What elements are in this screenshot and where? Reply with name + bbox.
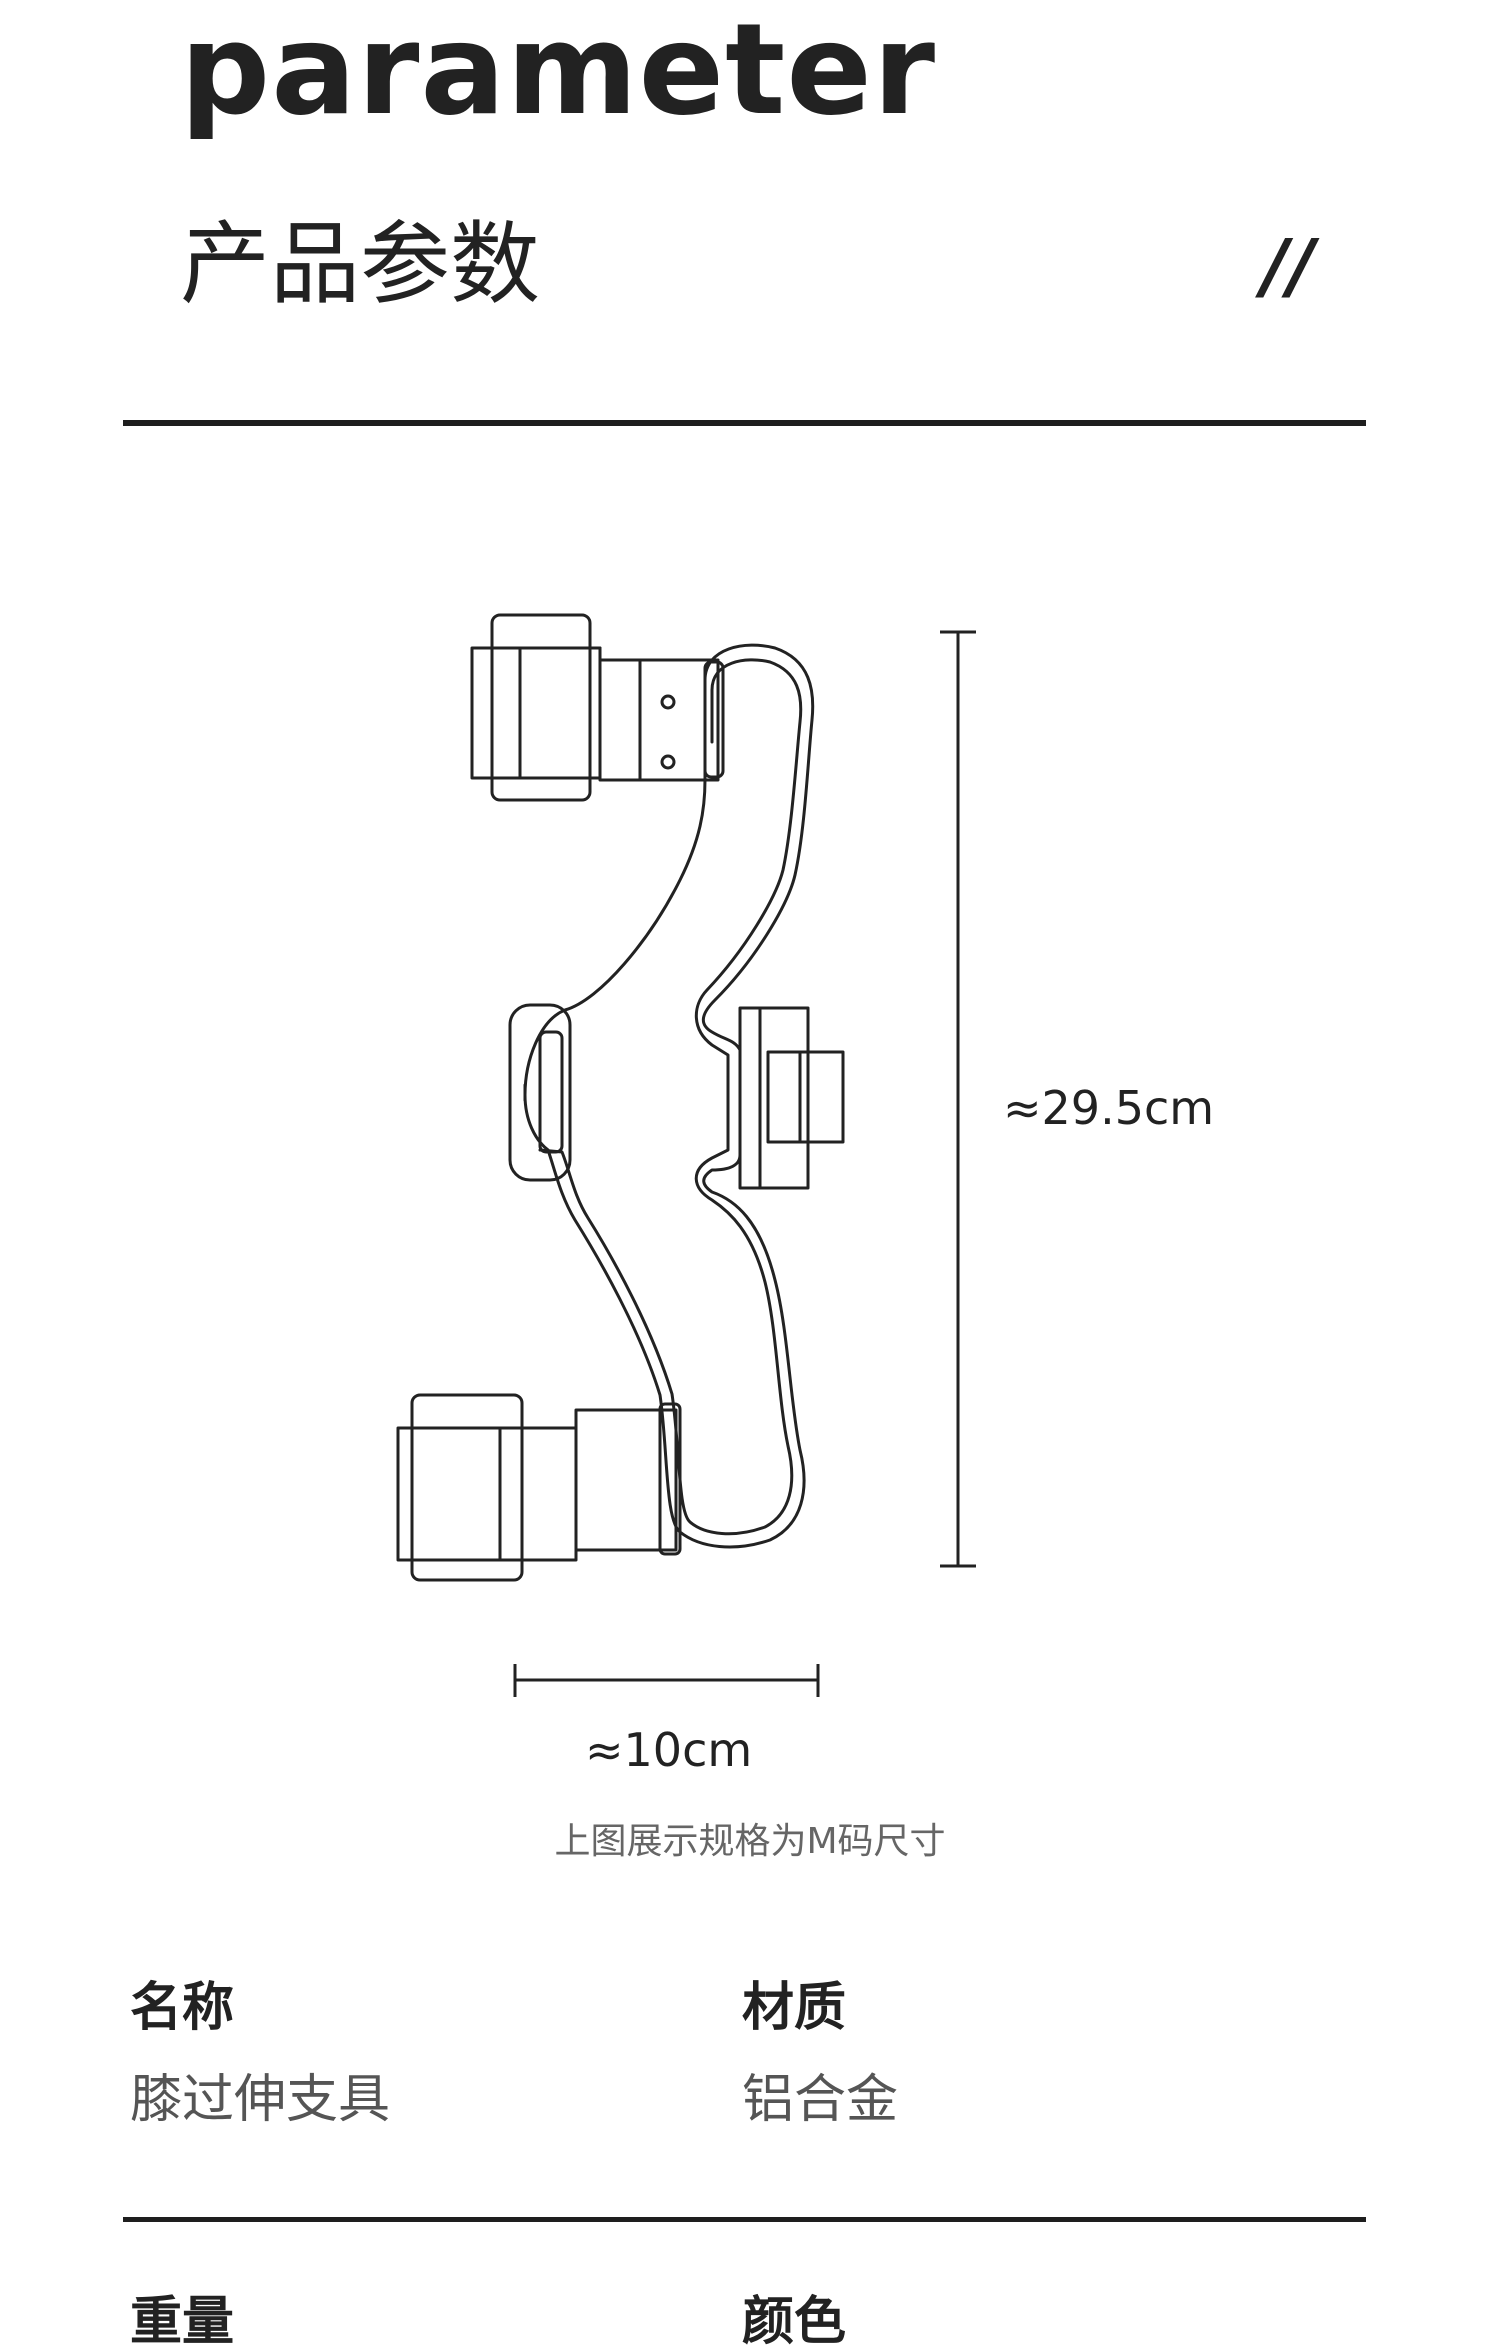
size-caption: 上图展示规格为M码尺寸 [554, 1821, 946, 1862]
middle-strap-right-front [766, 1050, 845, 1144]
top-divider [123, 420, 1366, 426]
spec-material-value: 铝合金 [742, 2070, 899, 2130]
height-dimension-label: ≈29.5cm [1003, 1081, 1215, 1135]
spec-weight-label: 重量 [130, 2292, 235, 2352]
spec-color-label: 颜色 [742, 2292, 847, 2352]
bottom-cuff-back [410, 1393, 524, 1582]
bottom-hinge-plate [574, 1408, 678, 1552]
decorative-quote-mark: // [1262, 224, 1315, 308]
knee-brace-diagram [396, 613, 976, 1697]
top-cuff-back [490, 613, 592, 802]
spec-material-label: 材质 [742, 1978, 847, 2038]
brace-frame-inner [538, 658, 803, 1536]
spec-name-value: 膝过伸支具 [130, 2070, 391, 2130]
spec-name-label: 名称 [130, 1978, 235, 2038]
bottom-divider [123, 2217, 1366, 2222]
width-dimension-label: ≈10cm [585, 1723, 753, 1777]
bottom-cuff-front [396, 1426, 578, 1562]
top-hinge-plate [598, 658, 720, 782]
page-title-english: parameter [180, 0, 936, 143]
page-title-chinese: 产品参数 [180, 212, 540, 317]
middle-strap-right-back [738, 1006, 810, 1190]
middle-pad-left [508, 1003, 572, 1182]
